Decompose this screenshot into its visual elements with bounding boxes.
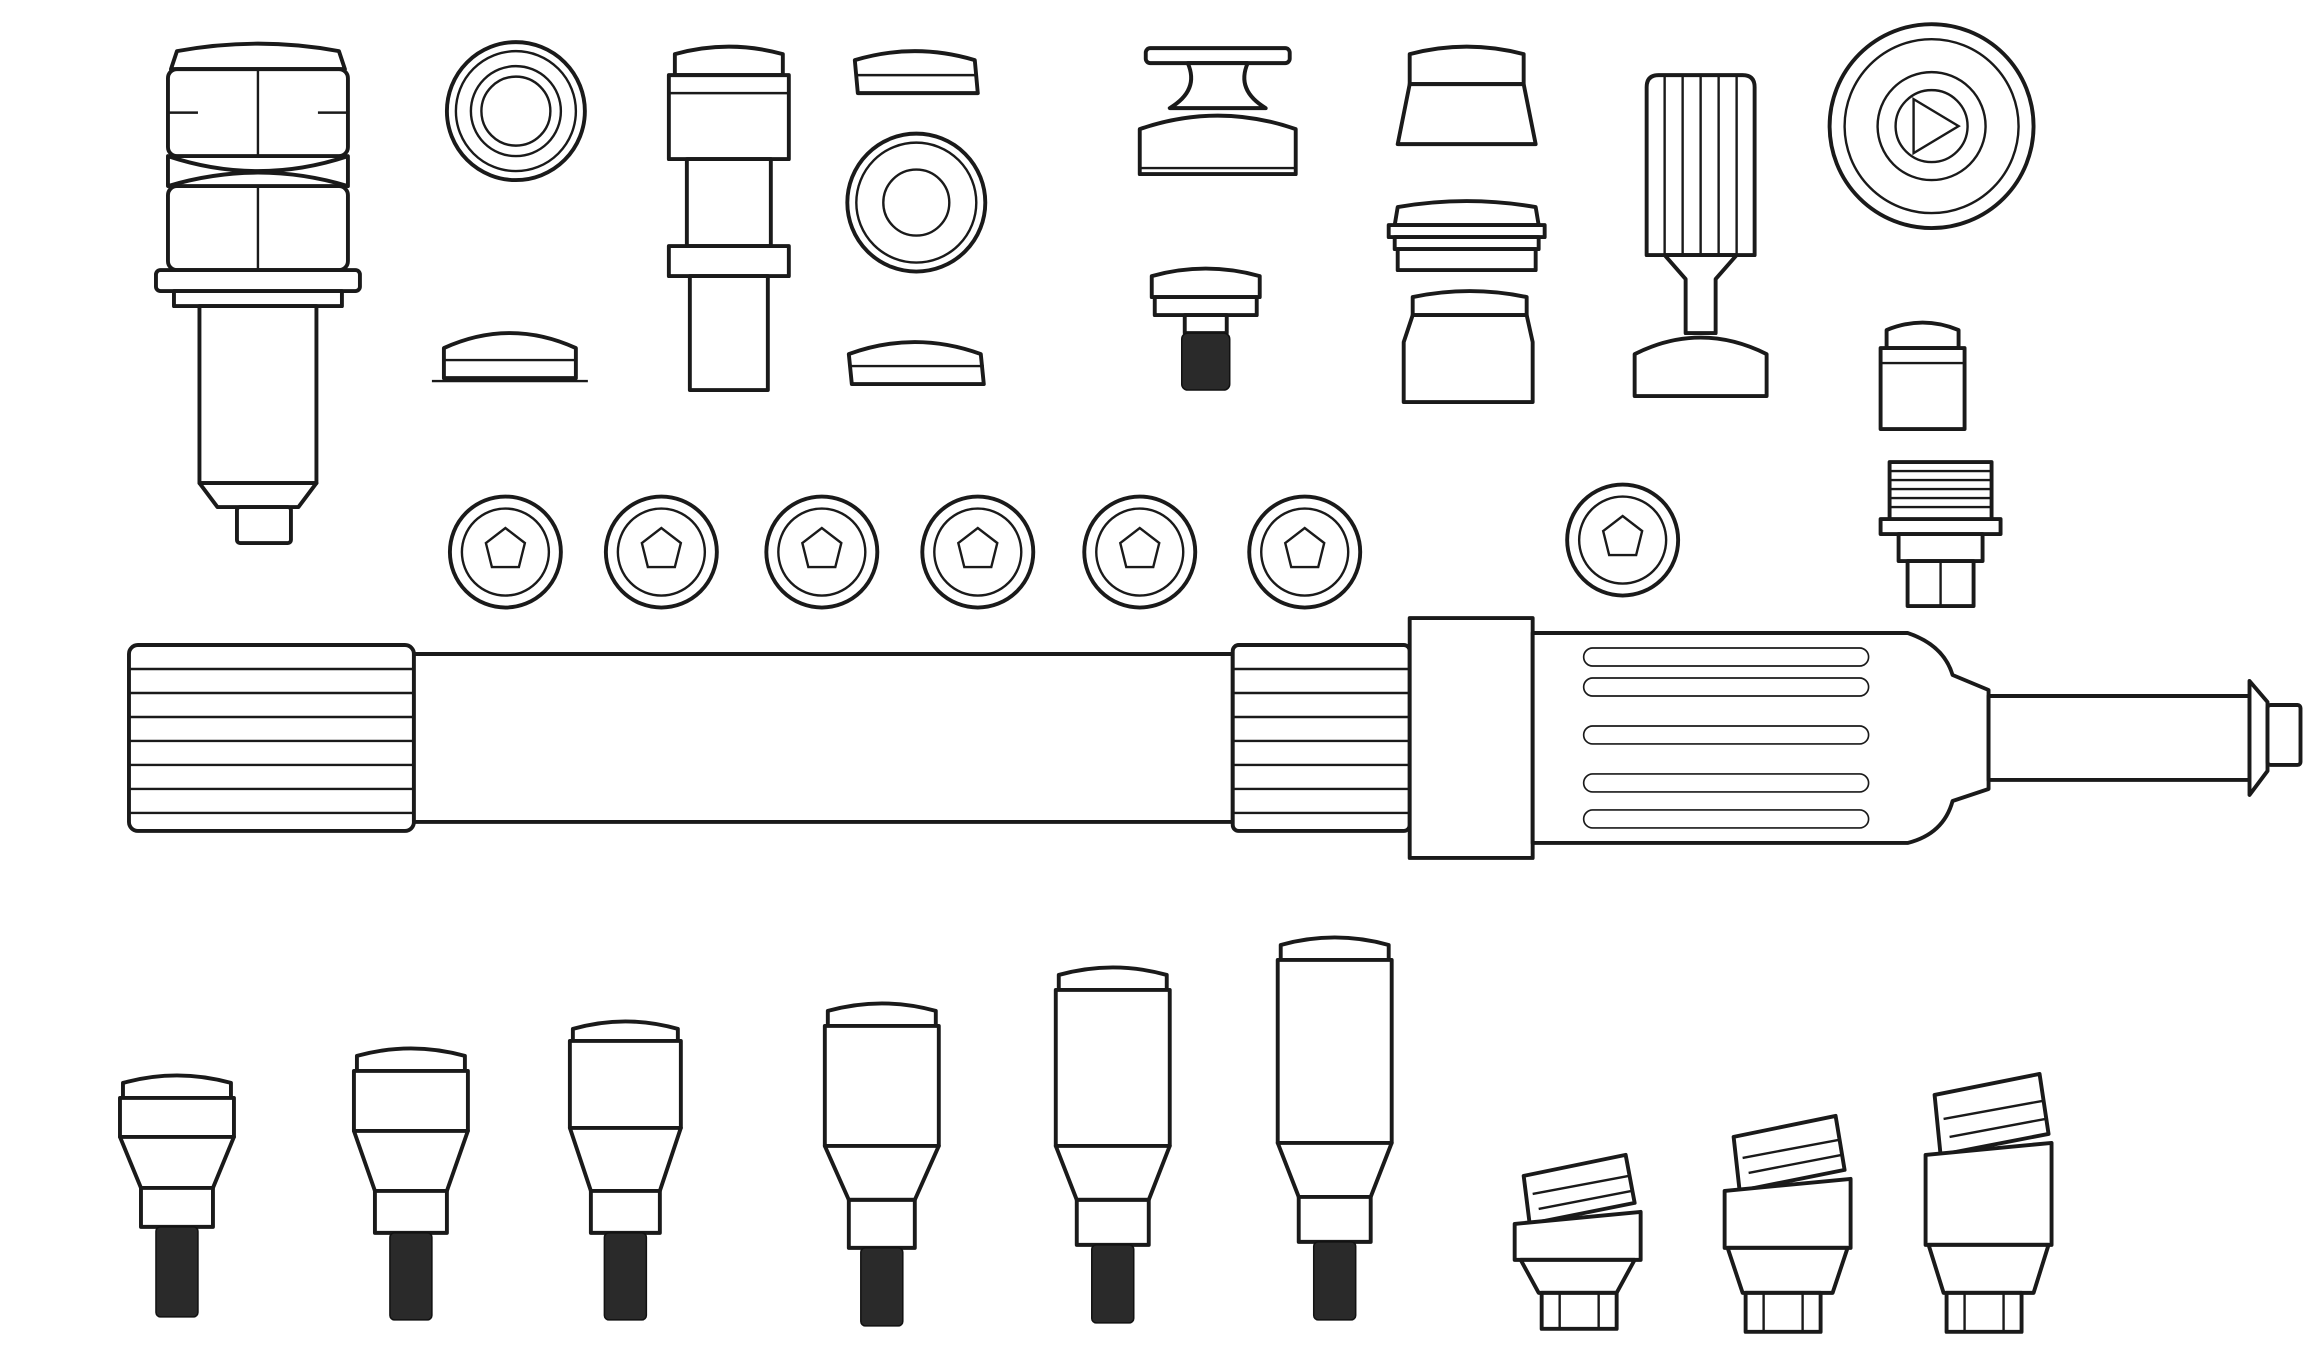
abutment-6 (1275, 935, 1394, 1321)
cap-top (852, 49, 980, 96)
mushroom-knob (1137, 46, 1298, 177)
ring-cap-middle (845, 131, 988, 274)
drive-ring-7 (1565, 482, 1681, 598)
abutment-4 (822, 1001, 941, 1327)
knurled-handle-small (1632, 73, 1769, 399)
drive-ring-row (447, 482, 1681, 610)
angled-abutment-1 (1512, 1152, 1643, 1331)
drive-ring-5 (1082, 494, 1198, 610)
post-adapter (666, 44, 791, 393)
collar-right-1 (1878, 320, 1967, 432)
abutment-1 (118, 1073, 236, 1318)
drive-ring-1 (447, 494, 563, 610)
collar-2 (1401, 289, 1535, 405)
drive-ring-3 (764, 494, 880, 610)
drive-ring-4 (920, 494, 1036, 610)
drive-ring-6 (1247, 494, 1363, 610)
abutment-3 (567, 1019, 683, 1321)
collar-1 (1395, 44, 1538, 147)
hex-nut-driver (154, 41, 362, 545)
angled-abutment-3 (1923, 1071, 2054, 1334)
triangle-drive-ring (1827, 22, 2036, 231)
angled-abutment-2 (1722, 1113, 1853, 1334)
abutment-5 (1053, 965, 1172, 1324)
threaded-cap-screw (1149, 266, 1262, 391)
drive-ring-2 (603, 494, 719, 610)
threaded-abutment-right (1878, 460, 2003, 608)
flat-cap-small (431, 331, 588, 383)
collar-grooved (1386, 199, 1547, 273)
cap-bottom (846, 340, 986, 387)
long-driver-handle (127, 616, 2303, 860)
ring-cap (444, 40, 587, 183)
abutment-2 (351, 1046, 470, 1321)
